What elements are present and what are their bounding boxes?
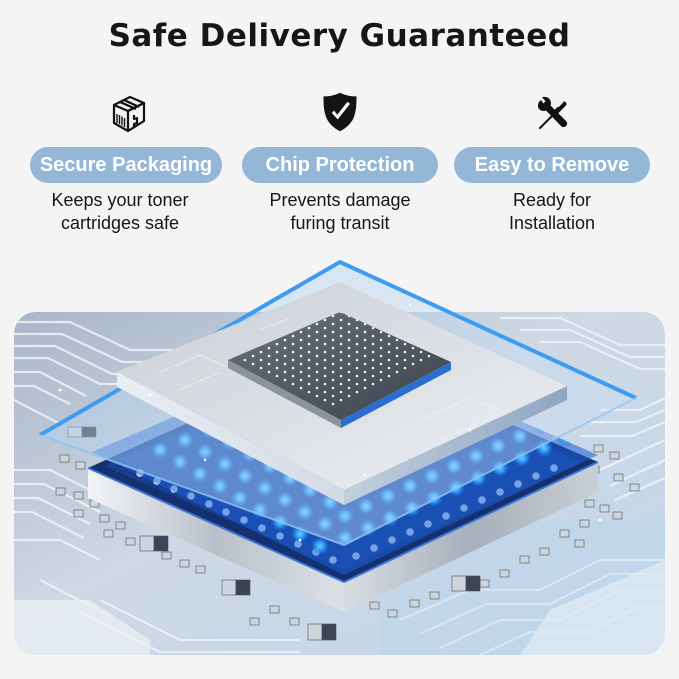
feature-description: Keeps your toner cartridges safe xyxy=(20,189,220,235)
page-title: Safe Delivery Guaranteed xyxy=(108,18,571,54)
smd-components xyxy=(55,426,640,641)
wrench-screwdriver-icon xyxy=(537,96,568,129)
feature-description-line: Prevents damage xyxy=(269,190,411,210)
feature-description-line: Installation xyxy=(508,213,596,233)
chip-illustration xyxy=(14,259,665,655)
feature-description: Ready for Installation xyxy=(454,189,650,235)
bga-die xyxy=(228,312,451,428)
feature-label-pill: Chip Protection xyxy=(242,147,438,183)
feature-description-line: Keeps your toner xyxy=(51,190,189,210)
package-box-icon xyxy=(112,95,146,133)
sparkle-particles xyxy=(58,303,602,542)
feature-label-pill: Secure Packaging xyxy=(30,147,222,183)
feature-list: Secure Packaging Keeps your toner cartri… xyxy=(0,90,679,240)
feature-description: Prevents damage furing transit xyxy=(242,189,438,235)
feature-label-pill: Easy to Remove xyxy=(454,147,650,183)
feature-description-line: Ready for xyxy=(512,190,592,210)
feature-description-line: furing transit xyxy=(290,213,390,233)
shield-check-icon xyxy=(323,92,357,132)
feature-description-line: cartridges safe xyxy=(60,213,180,233)
